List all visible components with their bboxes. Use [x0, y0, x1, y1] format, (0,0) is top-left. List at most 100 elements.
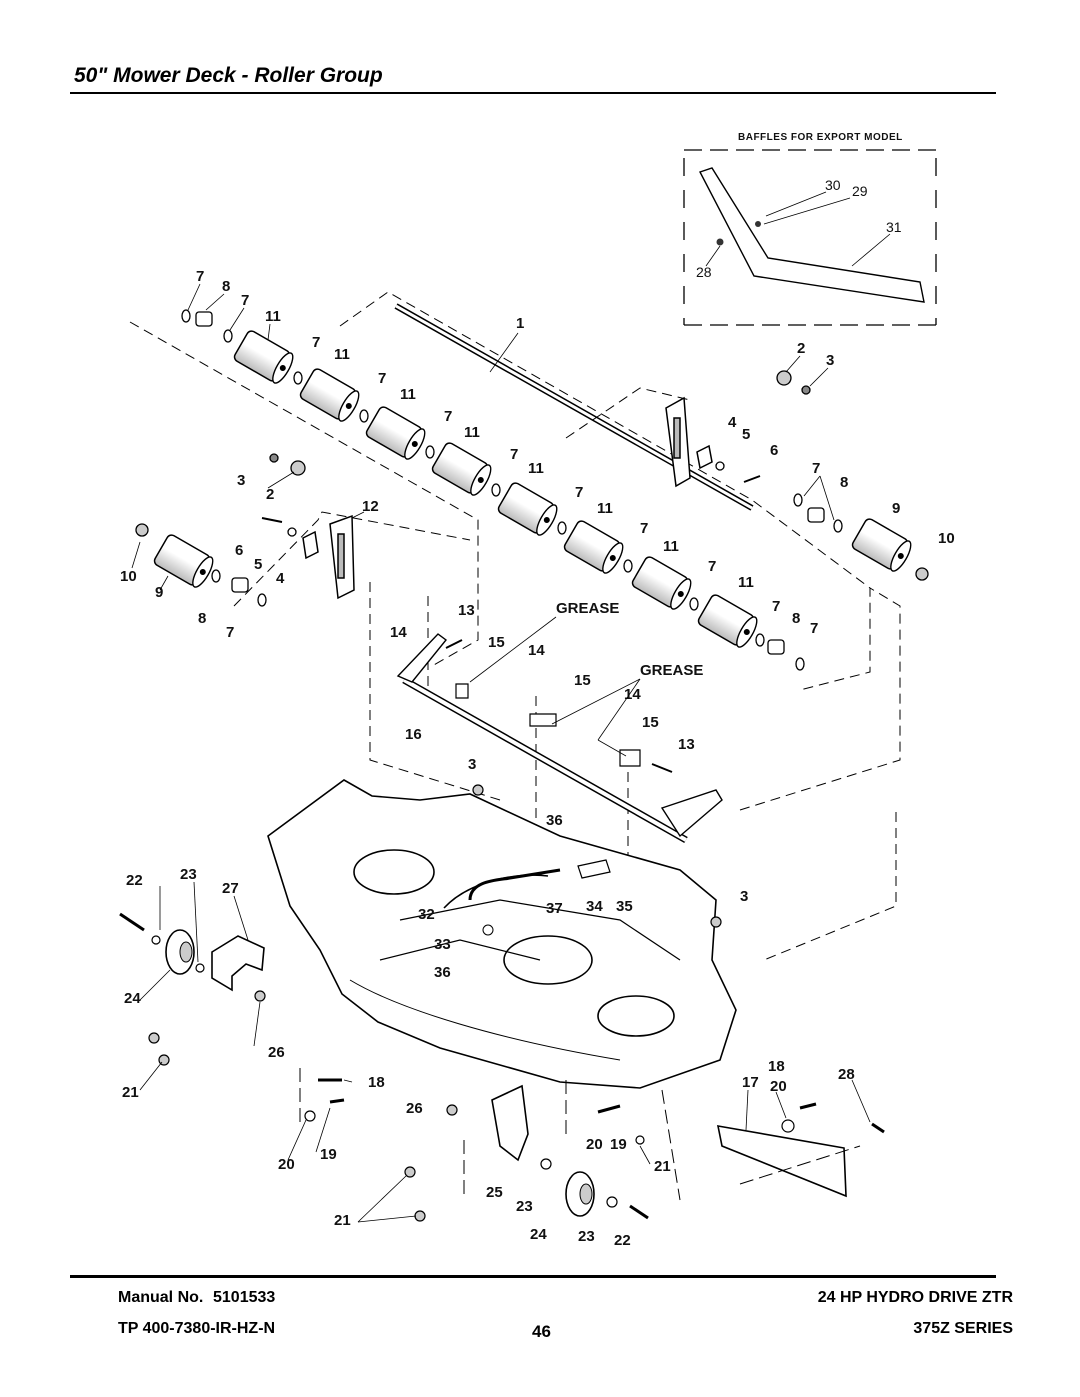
callout-15: 15 [574, 672, 591, 689]
callout-1: 1 [516, 315, 524, 332]
callout-22: 22 [614, 1232, 631, 1249]
callout-4: 4 [276, 570, 285, 587]
callout-19: 19 [610, 1136, 627, 1153]
mower-deck [267, 779, 737, 1089]
callout-7: 7 [510, 446, 518, 463]
callout-11: 11 [528, 460, 544, 477]
callout-21: 21 [122, 1084, 139, 1101]
callout-28: 28 [838, 1066, 855, 1083]
callout-12: 12 [362, 498, 379, 515]
export-baffle-inset: BAFFLES FOR EXPORT MODEL 30 29 31 28 [683, 132, 937, 326]
callout-35: 35 [616, 898, 633, 915]
callout-31: 31 [886, 219, 902, 235]
gauge-wheel-icon [165, 929, 595, 1217]
callout-8: 8 [792, 610, 800, 627]
callout-20: 20 [278, 1156, 295, 1173]
callout-14: 14 [624, 686, 641, 703]
callout-3: 3 [468, 756, 476, 773]
callout-20: 20 [770, 1078, 787, 1095]
callout-33: 33 [434, 936, 451, 953]
callout-7: 7 [196, 268, 204, 285]
callout-2: 2 [797, 340, 805, 357]
callout-7: 7 [640, 520, 648, 537]
grease-label: GREASE [640, 662, 703, 679]
page-number: 46 [532, 1322, 551, 1341]
callout-7: 7 [812, 460, 820, 477]
callout-3: 3 [826, 352, 834, 369]
title-rule [70, 92, 996, 94]
product-name: 24 HP HYDRO DRIVE ZTR [817, 1289, 1013, 1306]
callout-11: 11 [400, 386, 416, 403]
callout-13: 13 [458, 602, 475, 619]
callout-5: 5 [742, 426, 750, 443]
hardware [148, 784, 795, 1222]
callout-11: 11 [738, 574, 754, 591]
callout-17: 17 [742, 1074, 759, 1091]
roller-row [153, 330, 912, 648]
callout-10: 10 [938, 530, 955, 547]
callout-8: 8 [222, 278, 230, 295]
grease-label: GREASE [556, 600, 619, 617]
callout-23: 23 [180, 866, 197, 883]
nut-icon [755, 221, 761, 227]
callout-11: 11 [464, 424, 480, 441]
series-name: 375Z SERIES [913, 1320, 1013, 1337]
callout-26: 26 [268, 1044, 285, 1061]
callout-4: 4 [728, 414, 737, 431]
callout-22: 22 [126, 872, 143, 889]
bolt-icon [261, 475, 761, 881]
manual-label: Manual No. [118, 1289, 204, 1306]
callout-8: 8 [840, 474, 848, 491]
callout-20: 20 [586, 1136, 603, 1153]
callout-11: 11 [265, 308, 281, 325]
callout-19: 19 [320, 1146, 337, 1163]
roller-shaft: 1 [394, 303, 754, 511]
wheel-bracket-icon [211, 935, 847, 1198]
callout-30: 30 [825, 177, 841, 193]
callout-24: 24 [124, 990, 141, 1007]
callout-7: 7 [312, 334, 320, 351]
manual-number: 5101533 [213, 1289, 276, 1306]
callout-21: 21 [334, 1212, 351, 1229]
callout-27: 27 [222, 880, 239, 897]
assembly-outline [299, 1068, 861, 1201]
callout-5: 5 [254, 556, 262, 573]
callout-28: 28 [696, 264, 712, 280]
callout-34: 34 [586, 898, 603, 915]
callout-18: 18 [768, 1058, 785, 1075]
callout-32: 32 [418, 906, 435, 923]
callout-8: 8 [198, 610, 206, 627]
callout-11: 11 [334, 346, 350, 363]
callout-37: 37 [546, 900, 563, 917]
callout-3: 3 [740, 888, 748, 905]
callout-6: 6 [235, 542, 243, 559]
adjuster-link [468, 859, 611, 936]
callout-7: 7 [575, 484, 583, 501]
callout-7: 7 [772, 598, 780, 615]
callout-23: 23 [516, 1198, 533, 1215]
callout-18: 18 [368, 1074, 385, 1091]
callout-2: 2 [266, 486, 274, 503]
callout-14: 14 [528, 642, 545, 659]
washers [135, 309, 929, 671]
footer-rule [70, 1275, 996, 1278]
page-title: 50" Mower Deck - Roller Group [74, 64, 383, 87]
callout-6: 6 [770, 442, 778, 459]
callout-15: 15 [488, 634, 505, 651]
baffle-icon [699, 167, 925, 303]
bracket-icon [302, 396, 713, 600]
inset-title: BAFFLES FOR EXPORT MODEL [738, 132, 903, 143]
callout-11: 11 [663, 538, 679, 555]
callout-13: 13 [678, 736, 695, 753]
callout-7: 7 [444, 408, 452, 425]
callout-3: 3 [237, 472, 245, 489]
callout-9: 9 [892, 500, 900, 517]
callout-15: 15 [642, 714, 659, 731]
callout-29: 29 [852, 183, 868, 199]
callout-7: 7 [226, 624, 234, 641]
callout-21: 21 [654, 1158, 671, 1175]
callout-9: 9 [155, 584, 163, 601]
callout-25: 25 [486, 1184, 503, 1201]
callout-11: 11 [597, 500, 613, 517]
